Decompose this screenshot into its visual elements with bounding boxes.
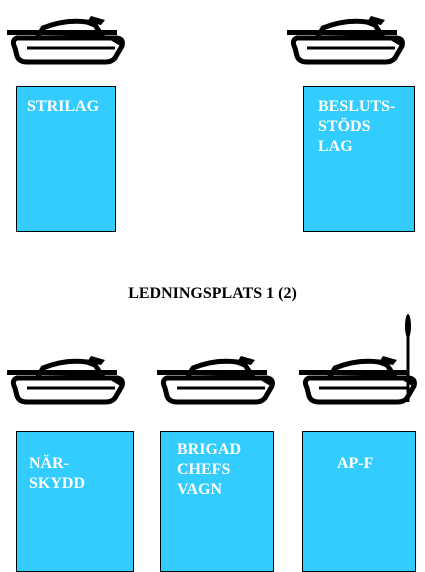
- tank-icon: [5, 350, 130, 410]
- unit-label-strilag: STRILAG: [27, 98, 100, 115]
- unit-box-apf: AP-F: [302, 431, 416, 572]
- unit-box-strilag: STRILAG: [16, 86, 116, 232]
- unit-box-narskydd: NÄR- SKYDD: [16, 431, 134, 572]
- tank-icon: [5, 10, 130, 70]
- page-caption: LEDNINGSPLATS 1 (2): [128, 285, 297, 302]
- unit-label-narskydd: NÄR- SKYDD: [29, 455, 86, 492]
- unit-box-beslutsstod: BESLUTS- STÖDS LAG: [303, 86, 415, 232]
- antenna-icon: [405, 314, 411, 402]
- unit-label-apf: AP-F: [337, 455, 374, 472]
- tank-icon: [155, 350, 280, 410]
- tank-icon: [285, 10, 410, 70]
- unit-label-beslutsstod: BESLUTS- STÖDS LAG: [318, 98, 396, 155]
- unit-box-brigadchef: BRIGAD CHEFS VAGN: [160, 431, 274, 572]
- unit-label-brigadchef: BRIGAD CHEFS VAGN: [177, 441, 242, 498]
